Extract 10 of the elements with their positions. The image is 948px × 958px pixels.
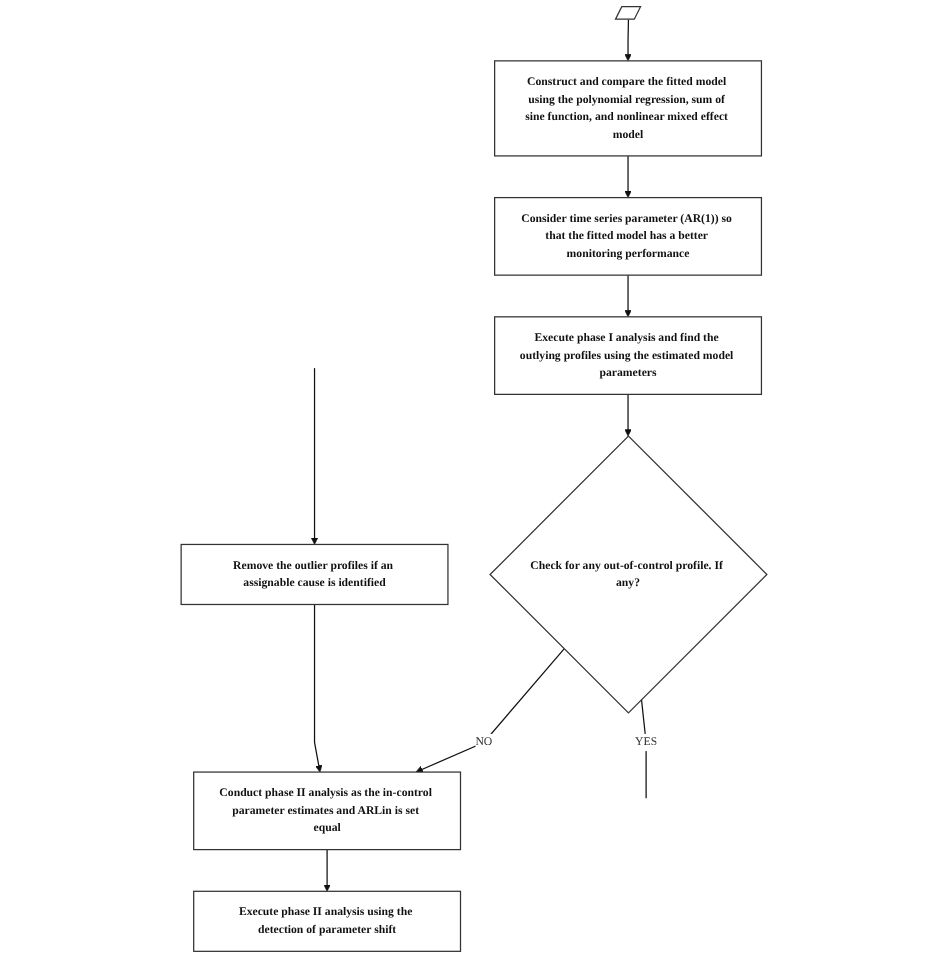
arrow bbox=[310, 367, 319, 545]
arrow bbox=[624, 393, 632, 437]
arrow bbox=[415, 648, 565, 773]
arrow bbox=[624, 155, 632, 198]
arrow bbox=[624, 18, 632, 62]
node-parallelogram bbox=[614, 6, 642, 20]
arrow bbox=[323, 849, 331, 892]
arrow bbox=[313, 603, 323, 773]
connector bbox=[640, 698, 647, 799]
arrow bbox=[624, 274, 632, 318]
